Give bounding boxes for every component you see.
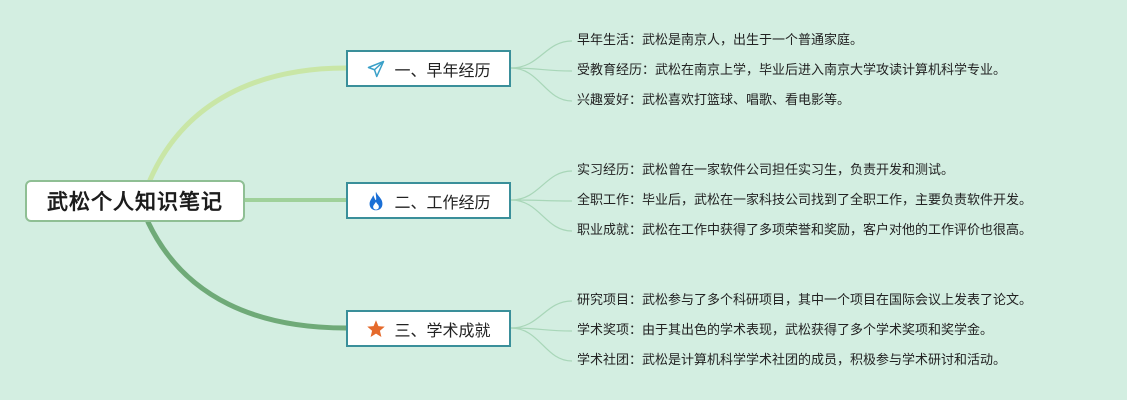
link-b2-leaf-1 — [510, 170, 573, 201]
root-topic[interactable]: 武松个人知识笔记 — [25, 180, 245, 222]
link-b3-leaf-3 — [510, 327, 573, 362]
link-b1-leaf-3 — [510, 67, 573, 102]
leaf-item[interactable]: 学术社团：武松是计算机科学学术社团的成员，积极参与学术研讨和活动。 — [577, 353, 1007, 368]
link-b2-leaf-3 — [510, 199, 573, 232]
branch-label: 一、早年经历 — [394, 60, 491, 80]
branch-academic-achievements[interactable]: 三、学术成就 — [346, 310, 511, 347]
paper-plane-icon — [366, 59, 386, 79]
leaf-item[interactable]: 职业成就：武松在工作中获得了多项荣誉和奖励，客户对他的工作评价也很高。 — [577, 223, 1033, 238]
leaf-item[interactable]: 受教育经历：武松在南京上学，毕业后进入南京大学攻读计算机科学专业。 — [577, 63, 1007, 78]
branch-label: 二、工作经历 — [394, 192, 491, 212]
link-b1-leaf-1 — [510, 40, 573, 69]
root-topic-label: 武松个人知识笔记 — [47, 190, 223, 214]
leaf-item[interactable]: 学术奖项：由于其出色的学术表现，武松获得了多个学术奖项和奖学金。 — [577, 323, 994, 338]
leaf-item[interactable]: 全职工作：毕业后，武松在一家科技公司找到了全职工作，主要负责软件开发。 — [577, 193, 1033, 208]
leaf-item[interactable]: 兴趣爱好：武松喜欢打篮球、唱歌、看电影等。 — [577, 93, 851, 108]
star-icon — [366, 319, 386, 339]
branch-work-experience[interactable]: 二、工作经历 — [346, 182, 511, 219]
link-root-branch-3 — [145, 219, 349, 331]
link-root-branch-1 — [147, 65, 349, 183]
flame-icon — [366, 191, 386, 211]
leaf-item[interactable]: 研究项目：武松参与了多个科研项目，其中一个项目在国际会议上发表了论文。 — [577, 293, 1033, 308]
leaf-item[interactable]: 早年生活：武松是南京人，出生于一个普通家庭。 — [577, 33, 864, 48]
link-b3-leaf-1 — [510, 300, 573, 329]
branch-early-life[interactable]: 一、早年经历 — [346, 50, 511, 87]
branch-label: 三、学术成就 — [394, 320, 491, 340]
leaf-item[interactable]: 实习经历：武松曾在一家软件公司担任实习生，负责开发和测试。 — [577, 163, 955, 178]
